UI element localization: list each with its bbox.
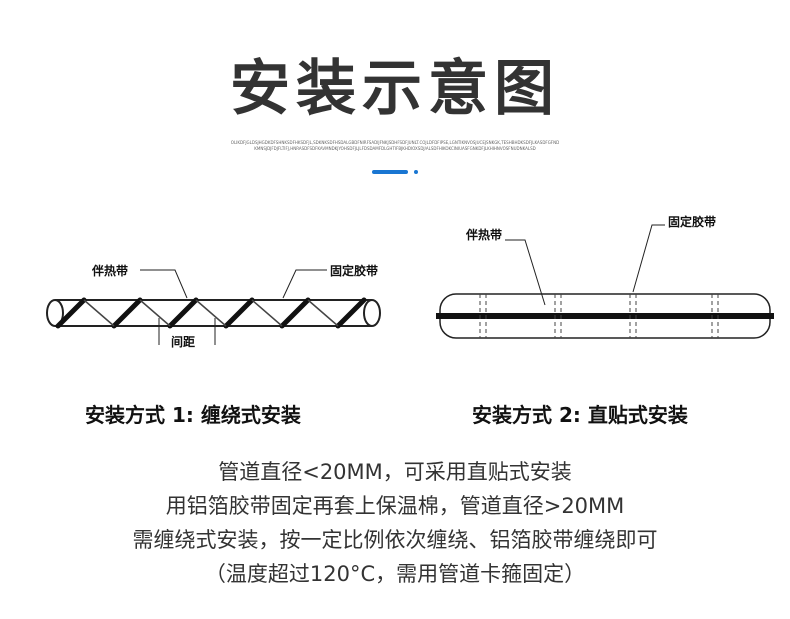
leader-heat-cable-2 [505,239,546,306]
leader-tape-2 [632,224,665,293]
label-heat-cable: 伴热带 [92,264,129,278]
label-spacing: 间距 [171,335,196,349]
leader-tape [282,269,327,299]
accent-dot [414,170,418,174]
pipe-left-end [46,299,64,327]
tape-bands [479,294,719,338]
label-fixing-tape: 固定胶带 [330,264,379,278]
label-heat-cable-2: 伴热带 [466,228,503,242]
description-line: （温度超过120°C，需用管道卡箍固定） [204,562,586,586]
method1-caption: 安装方式 1: 缠绕式安装 [85,403,301,427]
page-title: 安装示意图 [230,54,560,124]
pipe-right-end [363,299,381,327]
subtitle-fine-print: OLIKDFJGLDSJHGDKDFSHNKSDFHKSDFJL,SDKNKSD… [230,140,560,151]
spiral-back-strands [83,299,339,327]
spiral-heat-cable [55,297,367,329]
method2-straight-diagram [436,224,774,339]
label-fixing-tape-2: 固定胶带 [668,215,717,229]
description-line: 用铝箔胶带固定再套上保温棉，管道直径>20MM [165,494,625,518]
method2-caption: 安装方式 2: 直贴式安装 [472,403,688,427]
description-line: 需缠绕式安装，按一定比例依次缠绕、铝箔胶带缠绕即可 [132,528,658,552]
description-line: 管道直径<20MM，可采用直贴式安装 [218,460,572,484]
description-block: 管道直径<20MM，可采用直贴式安装 用铝箔胶带固定再套上保温棉，管道直径>20… [0,455,790,591]
method1-wrap-diagram [46,269,381,345]
leader-heat-cable [140,269,188,299]
accent-dash [372,170,408,174]
